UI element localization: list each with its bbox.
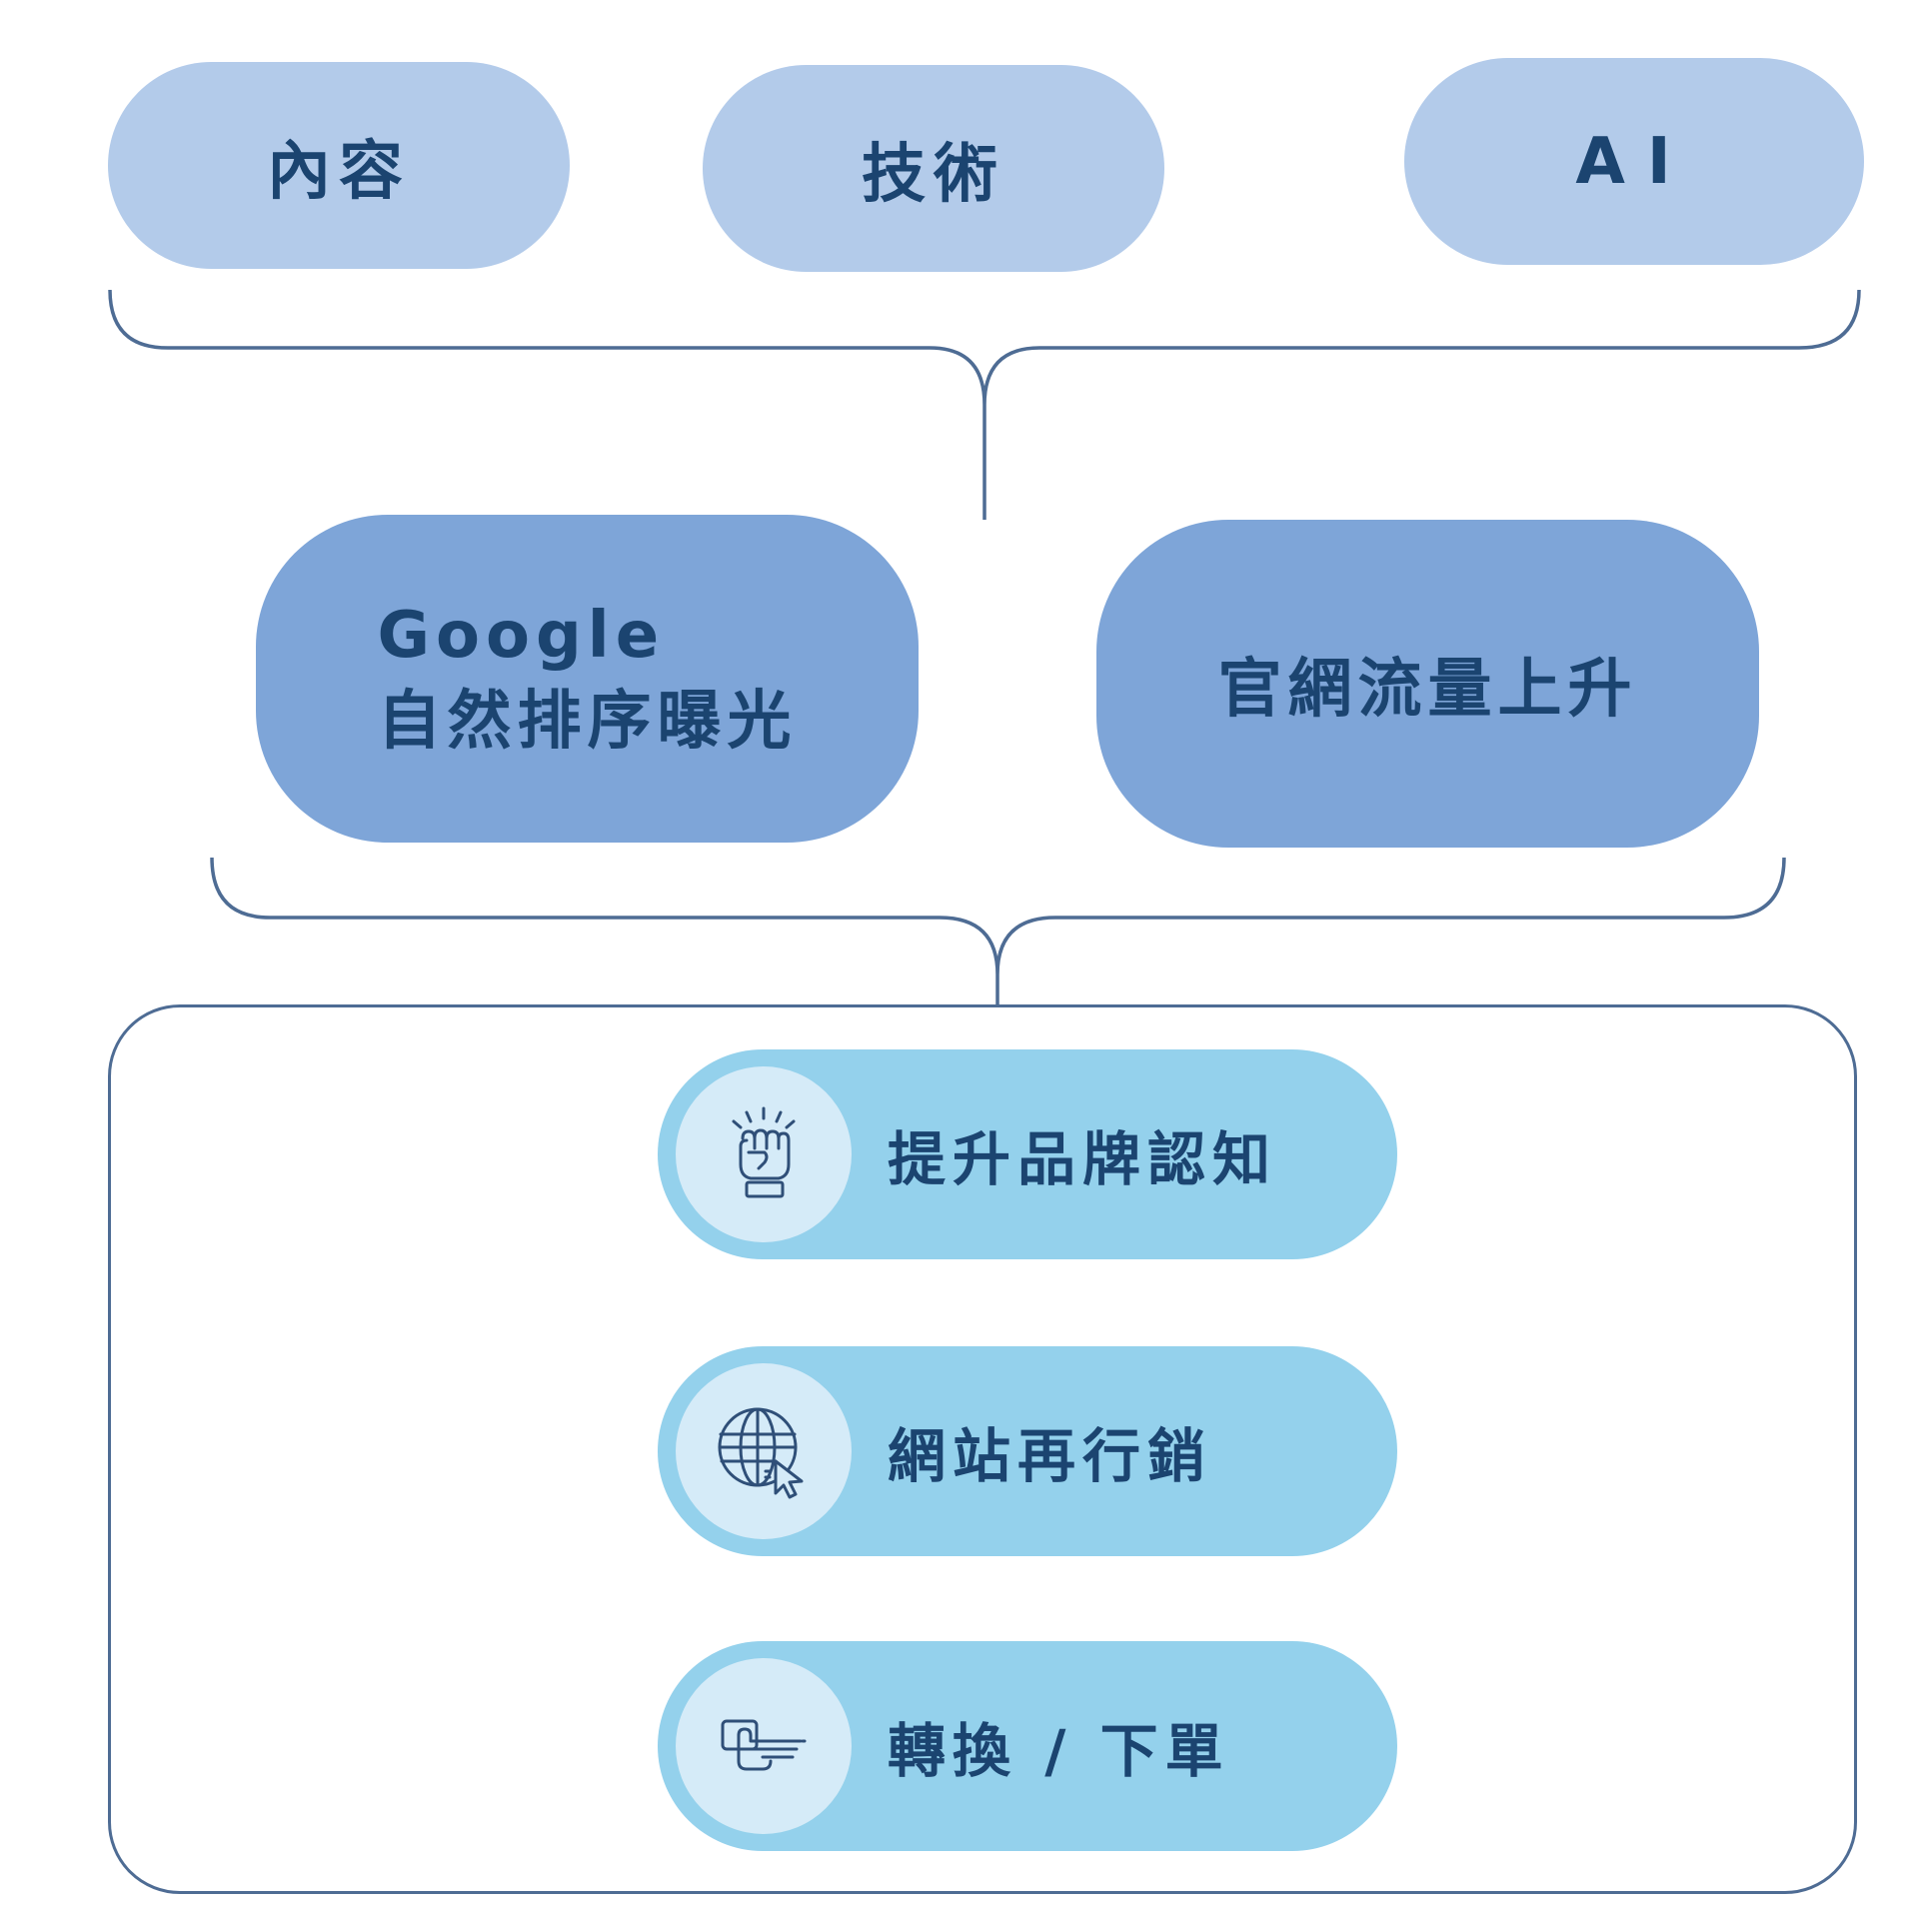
factor-pill-ai: AI: [1404, 58, 1864, 265]
step-label: 網站再行銷: [888, 1422, 1213, 1490]
factor-label: AI: [1575, 124, 1693, 199]
step-icon-circle: [676, 1066, 852, 1242]
factor-label: 內容: [267, 134, 411, 209]
step-pill-brand-awareness: 提升品牌認知: [658, 1049, 1397, 1259]
outcome-label: 官網流量上升: [1217, 653, 1638, 727]
factor-pill-content: 內容: [108, 62, 570, 269]
globe-cursor-icon: [718, 1407, 804, 1499]
factor-pill-tech: 技術: [703, 65, 1164, 272]
step-icon-circle: [676, 1363, 852, 1539]
step-pill-conversion: 轉換 / 下單: [658, 1641, 1397, 1851]
step-pill-remarketing: 網站再行銷: [658, 1346, 1397, 1556]
outcome-line2: 自然排序曝光: [377, 685, 798, 759]
step-label: 轉換 / 下單: [888, 1717, 1230, 1785]
middle-bracket: [210, 857, 1786, 975]
hand-pointing-button-icon: [721, 1719, 807, 1771]
raised-fist-icon: [732, 1106, 796, 1198]
outcome-pill-google: Google 自然排序曝光: [256, 515, 919, 843]
result-container: [108, 1004, 1857, 1894]
outcome-pill-traffic: 官網流量上升: [1096, 520, 1759, 848]
outcome-line1: Google: [377, 598, 666, 673]
step-icon-circle: [676, 1658, 852, 1834]
factor-label: 技術: [862, 137, 1005, 212]
top-bracket: [108, 289, 1861, 406]
step-label: 提升品牌認知: [888, 1125, 1278, 1193]
